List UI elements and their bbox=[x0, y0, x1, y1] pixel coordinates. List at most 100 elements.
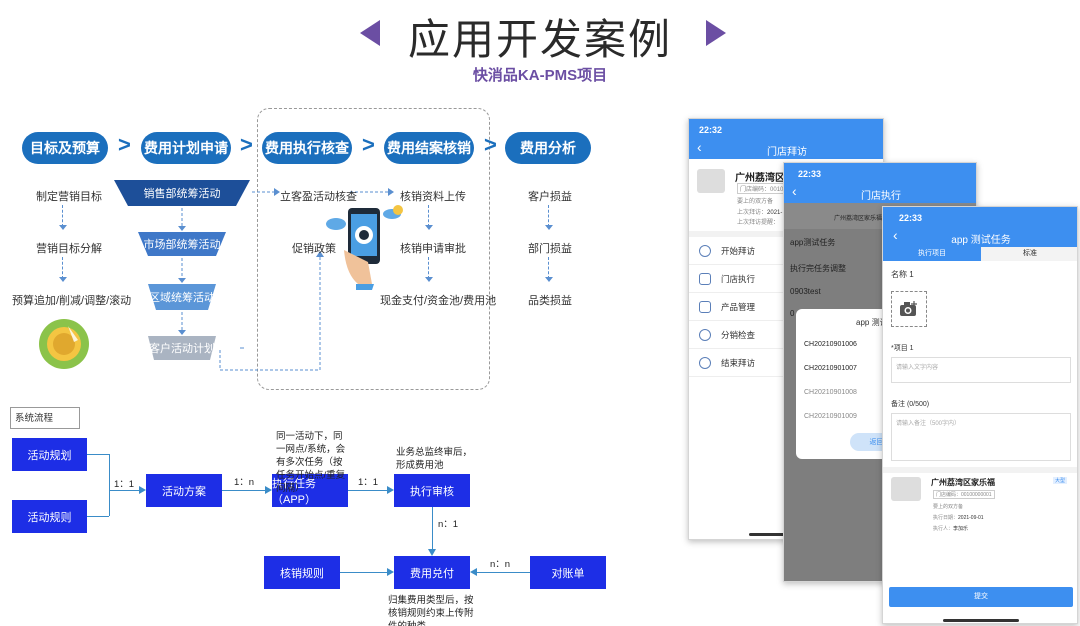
status-time: 22:33 bbox=[798, 169, 822, 179]
col3-item: 立客盈活动核查 bbox=[280, 191, 357, 203]
note-task: 同一活动下，同一网点/系统，会有多次任务（按任务开始点/重复间隔） bbox=[276, 431, 346, 494]
chevron-right-icon: > bbox=[362, 132, 375, 157]
box-execution-task: 执行任务（APP） bbox=[272, 474, 348, 507]
col5-item: 部门损益 bbox=[528, 243, 572, 255]
task-code[interactable]: CH20210901008 bbox=[804, 389, 857, 396]
ratio-label: n：n bbox=[490, 559, 511, 570]
box-execution-audit: 执行审核 bbox=[394, 474, 470, 507]
connector-line bbox=[477, 572, 530, 573]
box-writeoff-rule: 核销规则 bbox=[264, 556, 340, 589]
connector-line bbox=[109, 490, 139, 491]
grid-icon bbox=[699, 300, 711, 313]
chevron-right-icon: > bbox=[484, 132, 497, 157]
ratio-label: 1：1 bbox=[114, 479, 135, 490]
remark-label: 备注 (0/500) bbox=[891, 401, 930, 408]
dashed-arrow bbox=[425, 205, 433, 230]
task-code[interactable]: CH20210901007 bbox=[804, 365, 857, 372]
box-activity-rule: 活动规则 bbox=[12, 500, 87, 533]
camera-icon bbox=[900, 301, 917, 316]
funnel-level-customer: 客户活动计划 bbox=[149, 343, 215, 355]
remark-input[interactable]: 请输入备注（500字内） bbox=[891, 413, 1071, 461]
col5-item: 品类损益 bbox=[528, 295, 572, 307]
stage-settlement: 费用结案核销 bbox=[384, 132, 474, 164]
funnel-shape bbox=[114, 180, 250, 360]
tab-standard[interactable]: 标准 bbox=[981, 247, 1077, 261]
phone-title: 门店拜访 bbox=[767, 147, 807, 158]
store-code: 门店编码：00100000001 bbox=[933, 490, 995, 499]
phone-app-test-task: 22:33 ‹ app 测试任务 执行项目 标准 名称 1 *项目 1 请输入文… bbox=[882, 206, 1078, 624]
connector-line bbox=[222, 490, 265, 491]
stop-icon bbox=[699, 356, 711, 369]
note-audit: 业务总监终审后，形成费用池 bbox=[396, 447, 473, 471]
previous-arrow-icon[interactable] bbox=[360, 20, 380, 46]
back-icon[interactable]: ‹ bbox=[792, 183, 797, 199]
col4-item: 核销资料上传 bbox=[400, 191, 466, 203]
task-item[interactable]: app测试任务 bbox=[790, 238, 836, 247]
task-item[interactable]: 执行完任务调整 bbox=[790, 264, 846, 273]
connector-line bbox=[87, 516, 109, 517]
divider bbox=[883, 467, 1077, 473]
page-title: 应用开发案例 bbox=[407, 16, 672, 63]
dashed-arrow bbox=[545, 257, 553, 282]
phone-header: 22:33 ‹ 门店执行 bbox=[784, 163, 976, 203]
exec-person: 执行人：李加乐 bbox=[933, 526, 969, 532]
back-icon[interactable]: ‹ bbox=[893, 227, 898, 243]
dashed-arrow bbox=[59, 257, 67, 282]
col5-item: 客户损益 bbox=[528, 191, 572, 203]
arrow-head-icon bbox=[139, 486, 146, 494]
task-item[interactable]: 0903test bbox=[790, 287, 821, 296]
arrow-head-icon bbox=[387, 568, 394, 576]
phone-header: 22:32 ‹ 门店拜访 bbox=[689, 119, 883, 159]
col4-item: 现金支付/资金池/费用池 bbox=[380, 295, 497, 307]
last-visit: 上次拜访：2021- bbox=[737, 210, 783, 216]
stage-execution-check: 费用执行核查 bbox=[262, 132, 352, 164]
arrow-head-icon bbox=[387, 486, 394, 494]
target-icon bbox=[699, 328, 711, 341]
dashed-arrow bbox=[545, 205, 553, 230]
phone-title: 门店执行 bbox=[861, 191, 901, 202]
ratio-label: 1：1 bbox=[358, 477, 379, 488]
phone-title: app 测试任务 bbox=[951, 235, 1011, 246]
connector-line bbox=[348, 490, 387, 491]
col1-item: 预算追加/削减/调整/滚动 bbox=[12, 295, 132, 307]
box-activity-scheme: 活动方案 bbox=[146, 474, 222, 507]
next-arrow-icon[interactable] bbox=[706, 20, 726, 46]
dashed-connectors bbox=[219, 188, 394, 371]
back-icon[interactable]: ‹ bbox=[697, 139, 702, 155]
tab-execution-items[interactable]: 执行项目 bbox=[883, 247, 981, 261]
popup-title: app 测试 bbox=[856, 318, 888, 327]
box-expense-payment: 费用兑付 bbox=[394, 556, 470, 589]
store-code-label: 门店编码：00100 bbox=[737, 183, 790, 194]
name-label: 名称 1 bbox=[891, 270, 914, 279]
store-name: 广州荔湾区家乐福 bbox=[834, 216, 883, 222]
task-item[interactable]: 0 bbox=[790, 309, 795, 318]
connector-line bbox=[87, 454, 109, 455]
status-time: 22:33 bbox=[899, 213, 923, 223]
dashed-arrow bbox=[425, 257, 433, 282]
store-image bbox=[891, 477, 921, 501]
play-icon bbox=[699, 244, 711, 257]
ratio-label: n：1 bbox=[438, 519, 459, 530]
task-code[interactable]: CH20210901006 bbox=[804, 341, 857, 348]
stage-analysis: 费用分析 bbox=[505, 132, 591, 164]
col1-item: 制定营销目标 bbox=[36, 191, 102, 203]
budget-coin-icon bbox=[39, 319, 89, 369]
col4-item: 核销申请审批 bbox=[400, 243, 466, 255]
chevron-right-icon: > bbox=[240, 132, 253, 157]
home-indicator bbox=[943, 619, 1019, 622]
mobile-camera-icon bbox=[326, 205, 403, 290]
col1-item: 营销目标分解 bbox=[36, 243, 102, 255]
box-statement: 对账单 bbox=[530, 556, 606, 589]
funnel-level-sales: 销售部统筹活动 bbox=[143, 188, 221, 200]
item-input[interactable]: 请输入文字内容 bbox=[891, 357, 1071, 383]
camera-upload-button[interactable] bbox=[891, 291, 927, 327]
task-code[interactable]: CH20210901009 bbox=[804, 413, 857, 420]
store-name: 广州荔湾区家 bbox=[735, 173, 795, 184]
item-label: *项目 1 bbox=[891, 345, 914, 352]
store-tag: 大型 bbox=[1053, 477, 1068, 484]
arrow-head-icon bbox=[265, 486, 272, 494]
submit-button[interactable]: 提交 bbox=[889, 587, 1073, 607]
status-time: 22:32 bbox=[699, 125, 723, 135]
page-subtitle: 快消品KA-PMS项目 bbox=[472, 67, 608, 84]
note-payment: 归集费用类型后，按核销规则约束上传附件的种类 bbox=[388, 595, 474, 626]
